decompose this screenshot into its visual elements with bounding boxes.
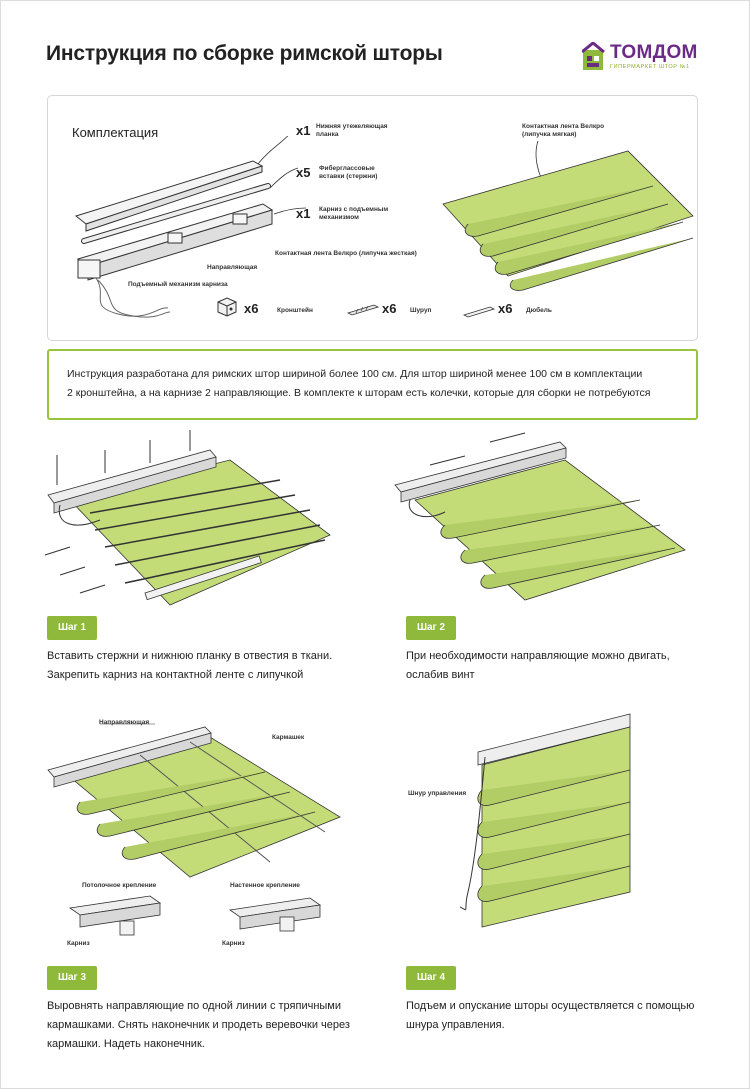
step2-line2: ослабив винт [406, 669, 475, 681]
dowel-qty: x6 [498, 301, 513, 316]
cornice-label: Карниз с подъемным механизмом [319, 206, 388, 222]
step4-illustration [460, 713, 631, 928]
kit-panel: Комплектация x1 Нижняя утежеляющая планк… [47, 95, 698, 341]
logo-name: ТОМДОМ [610, 42, 698, 63]
step3-line2: кармашками. Снять наконечник и продеть в… [47, 1019, 350, 1031]
screw-qty: x6 [382, 301, 397, 316]
bottom-bar-label-line2: планка [316, 131, 339, 138]
dowel-icon [462, 306, 496, 318]
step4-line1: Подъем и опускание шторы осуществляется … [406, 1000, 695, 1012]
step3-guide-label: Направляющая [99, 719, 150, 726]
cornice-qty: x1 [296, 206, 311, 221]
brand-logo: ТОМДОМ ГИПЕРМАРКЕТ ШТОР №1 [582, 42, 712, 78]
velcro-soft-label-line1: Контактная лента Велкро [522, 123, 605, 130]
ceiling-mount-label: Потолочное крепление [82, 882, 157, 889]
guide-label: Направляющая [207, 264, 258, 271]
info-note: Инструкция разработана для римских штор … [47, 349, 698, 420]
lift-label: Подъемный механизм карниза [128, 281, 228, 288]
cornice-label-line1: Карниз с подъемным [319, 206, 389, 213]
cornice-label-line2: механизмом [319, 214, 359, 221]
logo-subtitle: ГИПЕРМАРКЕТ ШТОР №1 [610, 64, 690, 70]
kit-heading: Комплектация [72, 125, 159, 140]
step4-line2: шнура управления. [406, 1019, 505, 1031]
step2-badge: Шаг 2 [406, 616, 456, 640]
bracket-icon [217, 297, 237, 317]
step3-line1: Выровнять направляющие по одной линии с … [47, 1000, 342, 1012]
step2-text: При необходимости направляющие можно дви… [406, 647, 670, 685]
note-line2: 2 кронштейна, а на карнизе 2 направляющи… [67, 387, 651, 399]
cornice-label-a: Карниз [67, 940, 90, 947]
step3-illustration [47, 723, 341, 878]
step4-badge: Шаг 4 [406, 966, 456, 990]
step4-text: Подъем и опускание шторы осуществляется … [406, 997, 694, 1035]
step3-pocket-label: Кармашек [272, 734, 305, 741]
velcro-hard-label: Контактная лента Велкро (липучка жесткая… [275, 250, 417, 257]
step1-illustration [44, 430, 331, 606]
bottom-bar-label: Нижняя утежеляющая планка [316, 123, 388, 139]
bracket-qty: x6 [244, 301, 259, 316]
note-line1: Инструкция разработана для римских штор … [67, 368, 643, 380]
step2-illustration [394, 432, 686, 601]
step3-badge: Шаг 3 [47, 966, 97, 990]
page-title: Инструкция по сборке римской шторы [46, 42, 443, 65]
screw-icon [346, 304, 380, 316]
dowel-label: Дюбель [526, 307, 552, 314]
velcro-soft-label: Контактная лента Велкро (липучка мягкая) [522, 123, 604, 139]
ceiling-mount-illustration [68, 895, 162, 936]
house-logo-icon [582, 42, 605, 70]
step1-line1: Вставить стержни и нижнюю планку в отвес… [47, 650, 333, 662]
step1-line2: Закрепить карниз на контактной ленте с л… [47, 669, 304, 681]
wall-mount-illustration [228, 897, 322, 932]
wall-mount-label: Настенное крепление [230, 882, 300, 889]
kit-parts-illustration [74, 136, 307, 318]
rods-label-line1: Фиберглассовые [319, 165, 375, 172]
cornice-label-b: Карниз [222, 940, 245, 947]
step3-line3: кармашки. Надеть наконечник. [47, 1038, 205, 1050]
bracket-label: Кронштейн [277, 307, 313, 314]
screw-label: Шуруп [410, 307, 432, 314]
rods-label-line2: вставки (стержни) [319, 173, 378, 180]
step1-badge: Шаг 1 [47, 616, 97, 640]
cord-label: Шнур управления [408, 790, 467, 797]
step3-text: Выровнять направляющие по одной линии с … [47, 997, 350, 1054]
fabric-illustration [442, 140, 694, 291]
bottom-bar-qty: x1 [296, 123, 311, 138]
rods-qty: x5 [296, 165, 311, 180]
step1-text: Вставить стержни и нижнюю планку в отвес… [47, 647, 332, 685]
rods-label: Фиберглассовые вставки (стержни) [319, 165, 377, 181]
bottom-bar-label-line1: Нижняя утежеляющая [316, 123, 388, 130]
step2-line1: При необходимости направляющие можно дви… [406, 650, 670, 662]
velcro-soft-label-line2: (липучка мягкая) [522, 131, 577, 138]
